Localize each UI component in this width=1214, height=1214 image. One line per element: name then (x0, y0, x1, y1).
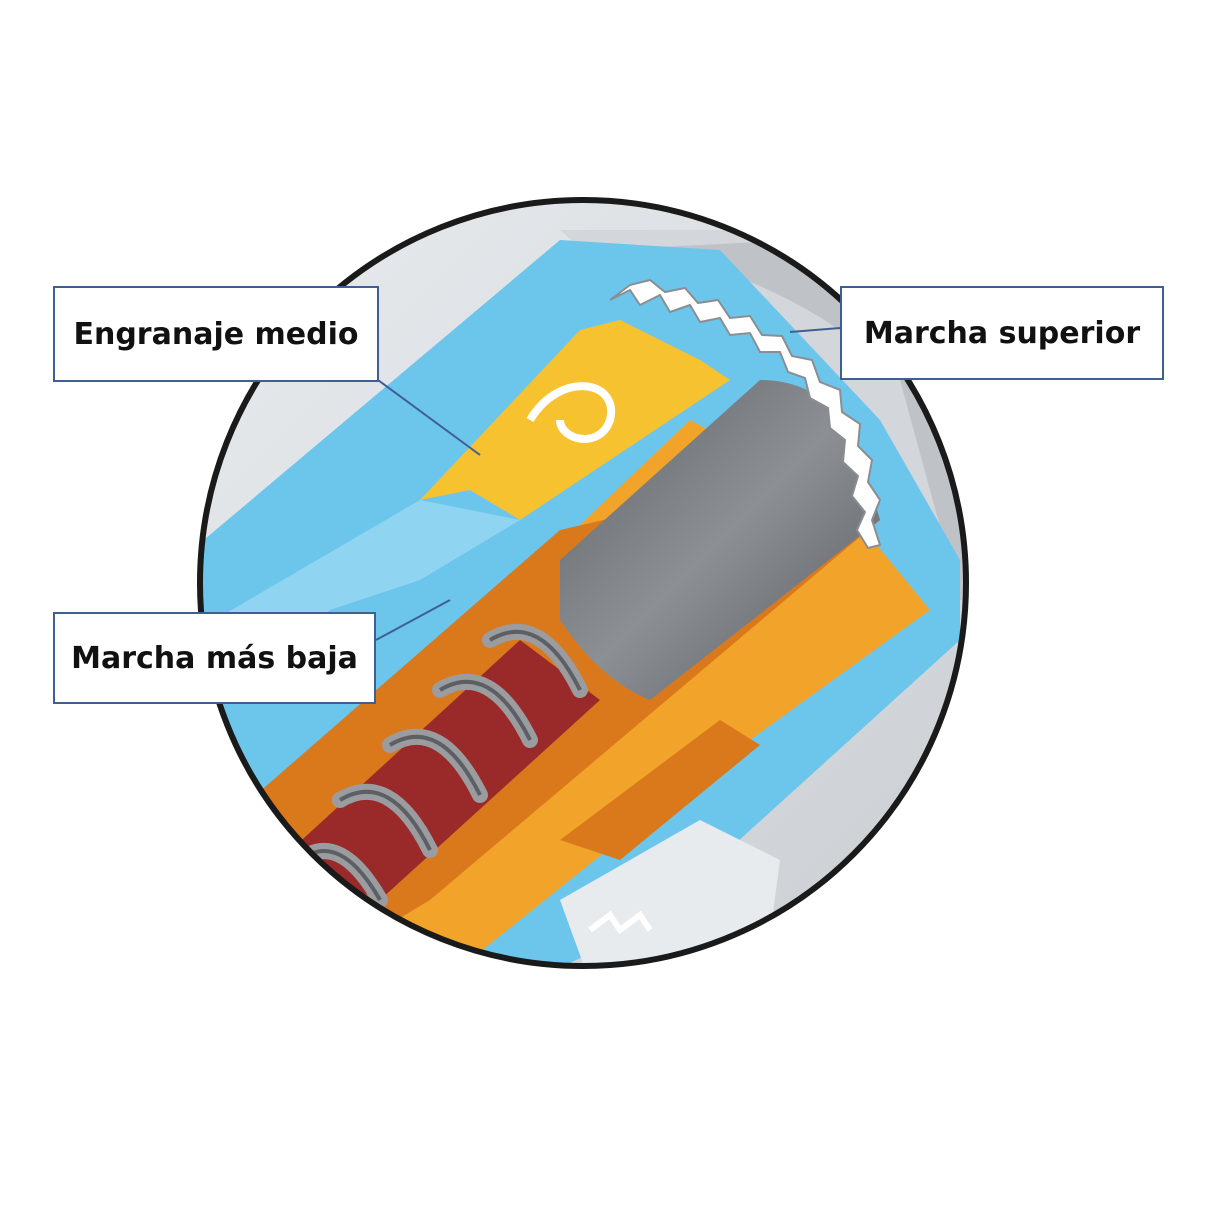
leader-line-middle (377, 379, 481, 456)
label-middle-gear: Engranaje medio (53, 286, 379, 382)
spring-cavity (280, 640, 600, 900)
magnifier-outline (197, 197, 969, 969)
leader-line-lowest (375, 599, 451, 641)
label-middle-gear-text: Engranaje medio (73, 316, 359, 352)
lowest-gear (200, 500, 520, 720)
top-gear-teeth (609, 278, 882, 550)
label-lowest-gear: Marcha más baja (53, 612, 376, 704)
middle-gear (420, 320, 730, 520)
label-lowest-gear-text: Marcha más baja (71, 640, 358, 676)
label-top-gear-text: Marcha superior (863, 315, 1141, 351)
leader-line-top (789, 327, 841, 333)
shaft (560, 380, 880, 700)
label-top-gear: Marcha superior (840, 286, 1164, 380)
